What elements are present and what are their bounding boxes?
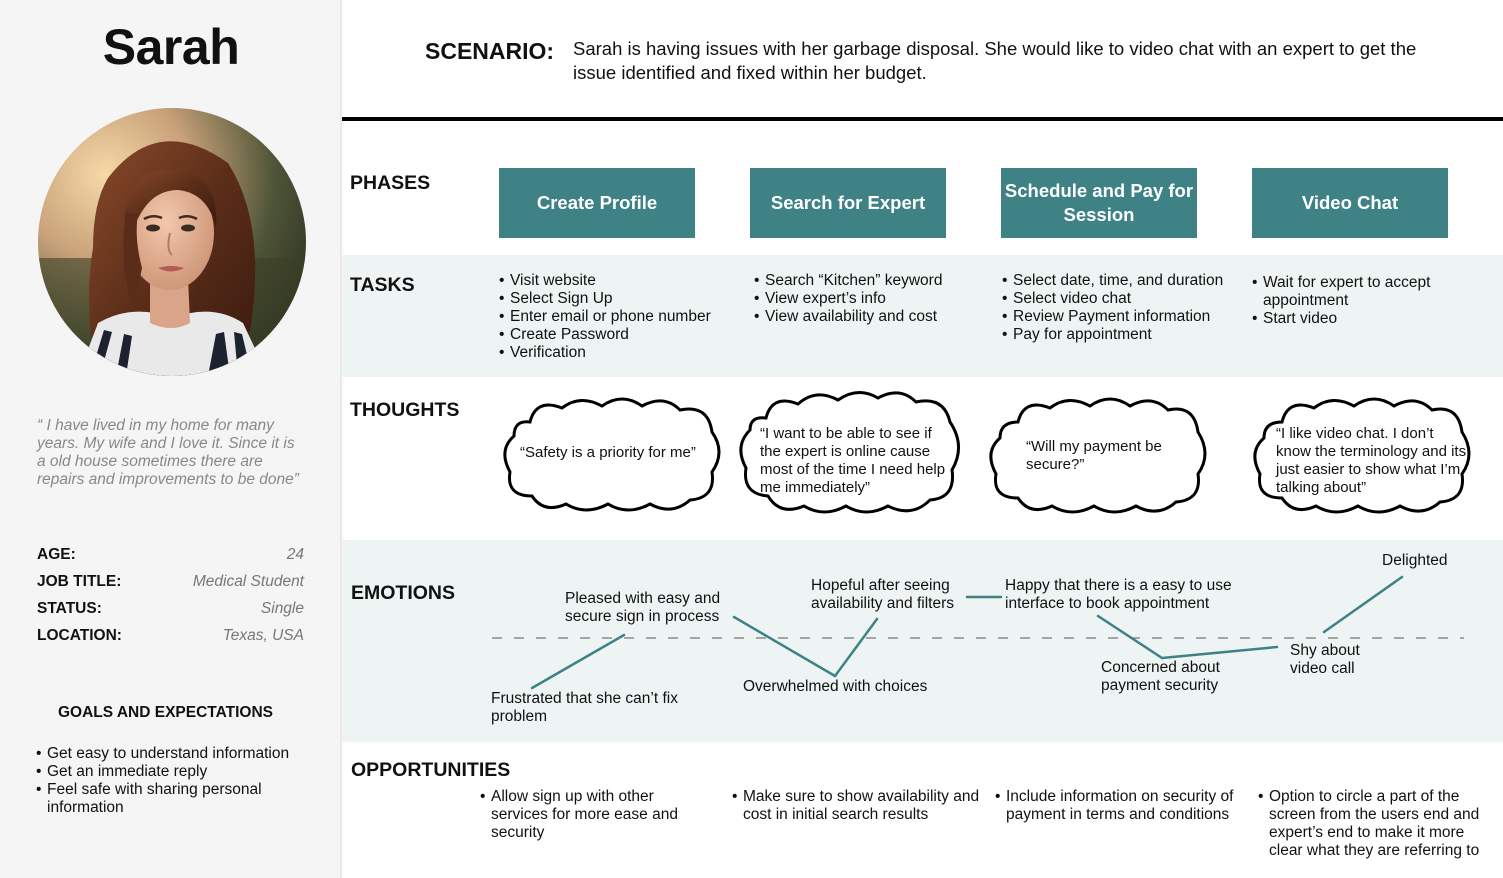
thought-cloud-3: “Will my payment be secure?” — [988, 392, 1210, 520]
task-item: Visit website — [499, 272, 739, 290]
task-item: View expert’s info — [754, 290, 994, 308]
thought-bubble-icon — [1253, 397, 1471, 514]
task-item: Enter email or phone number — [499, 308, 739, 326]
row-label-phases: PHASES — [350, 172, 431, 194]
task-item: Verification — [499, 344, 739, 362]
status-value: Single — [260, 600, 304, 617]
goals-title: GOALS AND EXPECTATIONS — [58, 704, 274, 721]
job-title-label: JOB TITLE: — [37, 573, 122, 590]
thought-bubble-icon — [503, 397, 721, 512]
thought-text: “I want to be able to see if the expert … — [760, 425, 946, 496]
status-label: STATUS: — [37, 600, 102, 617]
opportunity-item: Option to circle a part of the screen fr… — [1258, 788, 1498, 860]
thought-text: “Safety is a priority for me” — [520, 444, 696, 461]
opportunity-2: Make sure to show availability and cost … — [732, 788, 982, 824]
location-value: Texas, USA — [222, 627, 304, 644]
phase-video-chat: Video Chat — [1252, 168, 1448, 238]
task-item: Start video — [1252, 310, 1457, 328]
emotion-shy: Shy about video call — [1290, 642, 1360, 677]
task-item: Select Sign Up — [499, 290, 739, 308]
persona-photo-image — [38, 108, 306, 376]
task-item: Select date, time, and duration — [1002, 272, 1247, 290]
location-label: LOCATION: — [37, 627, 122, 644]
scenario-text: Sarah is having issues with her garbage … — [573, 38, 1417, 83]
age-label: AGE: — [37, 546, 76, 563]
task-item: Review Payment information — [1002, 308, 1247, 326]
scenario-divider — [342, 117, 1503, 121]
emotion-line — [530, 575, 1404, 690]
persona-quote: “ I have lived in my home for many years… — [37, 417, 299, 488]
scenario-label: SCENARIO: — [425, 38, 555, 64]
opportunity-3: Include information on security of payme… — [995, 788, 1240, 824]
row-label-opportunities: OPPORTUNITIES — [351, 759, 511, 781]
opportunity-item: Make sure to show availability and cost … — [732, 788, 982, 824]
emotion-frustrated: Frustrated that she can’t fix problem — [491, 690, 678, 725]
thought-text: “Will my payment be secure?” — [1026, 438, 1162, 473]
tasks-search-expert: Search “Kitchen” keyword View expert’s i… — [754, 272, 994, 326]
thought-cloud-1: “Safety is a priority for me” — [500, 392, 725, 518]
persona-name: Sarah — [102, 19, 240, 75]
goals-list: Get easy to understand information Get a… — [36, 745, 326, 817]
goal-item: Get easy to understand information — [36, 745, 326, 763]
row-label-thoughts: THOUGHTS — [350, 399, 460, 421]
opportunity-item: Include information on security of payme… — [995, 788, 1240, 824]
task-item: Pay for appointment — [1002, 326, 1247, 344]
thought-cloud-2: “I want to be able to see if the expert … — [738, 386, 965, 520]
emotion-pleased: Pleased with easy and secure sign in pro… — [565, 590, 721, 625]
emotions-band — [342, 540, 1503, 742]
persona-avatar — [38, 108, 306, 376]
tasks-schedule-pay: Select date, time, and duration Select v… — [1002, 272, 1247, 344]
panel-divider — [340, 0, 344, 878]
job-title-value: Medical Student — [192, 573, 304, 590]
tasks-create-profile: Visit website Select Sign Up Enter email… — [499, 272, 739, 362]
task-item: Wait for expert to accept appointment — [1252, 274, 1457, 310]
row-label-emotions: EMOTIONS — [351, 582, 456, 604]
phase-schedule-pay: Schedule and Pay for Session — [1001, 168, 1197, 238]
task-item: Create Password — [499, 326, 739, 344]
phase-create-profile: Create Profile — [499, 168, 695, 238]
task-item: View availability and cost — [754, 308, 994, 326]
thought-cloud-4: “I like video chat. I don’t know the ter… — [1252, 392, 1474, 520]
emotion-happy: Happy that there is a easy to use interf… — [1005, 577, 1232, 612]
goal-item: Feel safe with sharing personal informat… — [36, 781, 326, 817]
thought-bubble-icon — [739, 391, 960, 514]
emotion-overwhelmed: Overwhelmed with choices — [743, 678, 928, 695]
thought-bubble-icon — [989, 397, 1207, 514]
age-value: 24 — [286, 546, 304, 563]
row-label-tasks: TASKS — [350, 274, 415, 296]
emotion-hopeful: Hopeful after seeing availability and fi… — [811, 577, 955, 612]
task-item: Select video chat — [1002, 290, 1247, 308]
opportunity-item: Allow sign up with other services for mo… — [480, 788, 710, 842]
thought-text: “I like video chat. I don’t know the ter… — [1276, 425, 1467, 496]
emotion-concerned: Concerned about payment security — [1101, 659, 1220, 694]
tasks-video-chat: Wait for expert to accept appointment St… — [1252, 274, 1457, 328]
opportunity-4: Option to circle a part of the screen fr… — [1258, 788, 1498, 860]
emotion-curve — [492, 575, 1464, 690]
emotion-delighted: Delighted — [1382, 552, 1448, 569]
goal-item: Get an immediate reply — [36, 763, 326, 781]
task-item: Search “Kitchen” keyword — [754, 272, 994, 290]
phase-search-expert: Search for Expert — [750, 168, 946, 238]
opportunity-1: Allow sign up with other services for mo… — [480, 788, 710, 842]
